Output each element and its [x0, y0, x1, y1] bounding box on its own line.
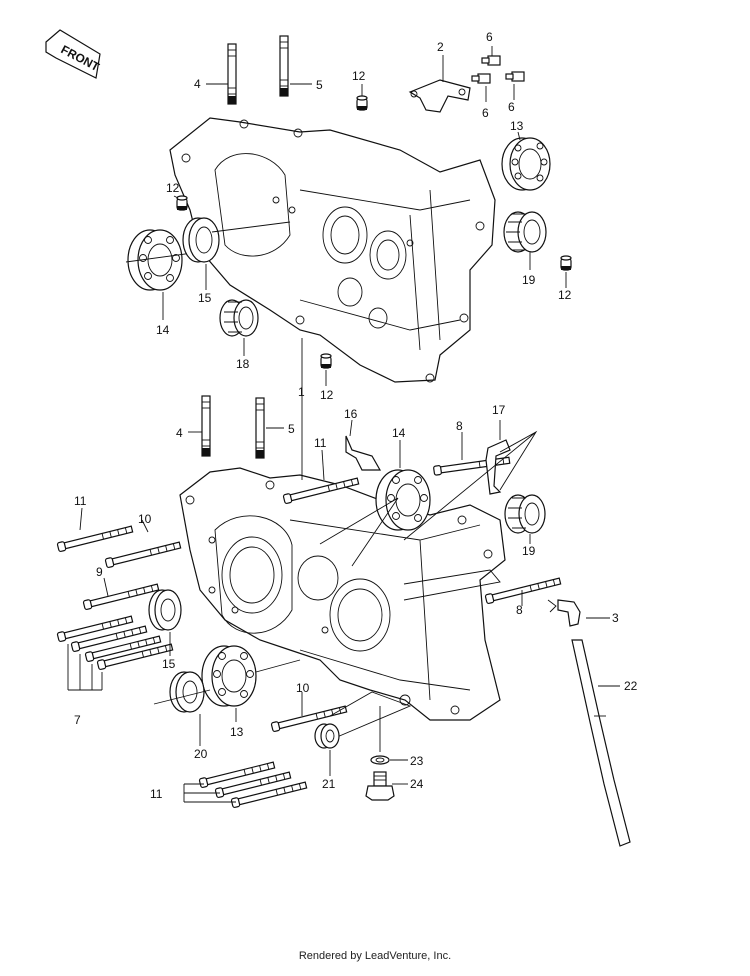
callout-1: 1	[298, 385, 305, 399]
washer-23	[370, 755, 390, 765]
dowel-pin-12b	[176, 195, 188, 211]
bolt-11-left	[56, 524, 134, 553]
callout-8-upper: 8	[456, 419, 463, 433]
breather-hose-22	[571, 639, 631, 847]
callout-6a: 6	[486, 30, 493, 44]
bracket-2	[408, 55, 471, 113]
callout-9: 9	[96, 565, 103, 579]
oil-seal-21	[314, 723, 340, 749]
needle-bearing-19-upper	[503, 211, 547, 253]
callout-10-left: 10	[138, 512, 152, 526]
bolt-8-lower	[484, 576, 562, 605]
callout-4-upper: 4	[194, 77, 201, 91]
bolt-8-upper	[432, 455, 511, 476]
dowel-pin-12d	[320, 353, 332, 369]
callout-12b: 12	[166, 181, 180, 195]
ball-bearing-13-lower	[201, 645, 257, 707]
callout-20: 20	[194, 747, 208, 761]
lower-crankcase-half	[179, 467, 506, 721]
bolt-9	[82, 582, 160, 611]
oil-seal-20	[169, 671, 205, 713]
callout-6b: 6	[482, 106, 489, 120]
callout-11-left: 11	[74, 494, 87, 508]
callout-11-bottom: 11	[150, 787, 163, 801]
upper-crankcase-half	[169, 117, 496, 383]
needle-bearing-18	[219, 299, 259, 337]
callout-4-lower: 4	[176, 426, 183, 440]
dowel-pin-12a	[356, 95, 368, 111]
drain-plug-24	[365, 771, 395, 801]
footer-credit: Rendered by LeadVenture, Inc.	[298, 950, 452, 962]
callout-17: 17	[492, 403, 506, 417]
stud-4-upper	[226, 43, 238, 105]
ball-bearing-13-upper	[501, 137, 551, 191]
callout-15-lower: 15	[162, 657, 176, 671]
callout-22: 22	[624, 679, 638, 693]
elbow-fitting-3	[557, 599, 581, 627]
callout-19-lower: 19	[522, 544, 536, 558]
callout-14-lower: 14	[392, 426, 406, 440]
ball-bearing-14-lower	[375, 469, 431, 531]
callout-6c: 6	[508, 100, 515, 114]
callout-12c: 12	[558, 288, 572, 302]
front-direction-badge: FRONT	[45, 29, 102, 79]
screw-6c	[505, 71, 525, 82]
oil-seal-15-upper	[182, 217, 220, 263]
callout-8-lower: 8	[516, 603, 523, 617]
stud-4-lower	[200, 395, 212, 457]
callout-3: 3	[612, 611, 619, 625]
stud-5-upper	[278, 35, 290, 97]
callout-23: 23	[410, 754, 424, 768]
clamp-16	[345, 435, 382, 471]
callout-11-top: 11	[314, 436, 327, 450]
dowel-pin-12c	[560, 255, 572, 271]
stud-5-lower	[254, 397, 266, 459]
callout-19-upper: 19	[522, 273, 536, 287]
bolt-10-left	[104, 540, 182, 569]
callout-12d: 12	[320, 388, 334, 402]
callout-21: 21	[322, 777, 336, 791]
callout-5-lower: 5	[288, 422, 295, 436]
ball-bearing-14-upper	[127, 229, 183, 291]
callout-2: 2	[437, 40, 444, 54]
screw-6b	[471, 73, 491, 84]
callout-12a: 12	[352, 69, 366, 83]
callout-24: 24	[410, 777, 424, 791]
callout-14-upper: 14	[156, 323, 170, 337]
oil-seal-15-lower	[148, 589, 182, 631]
callout-5-upper: 5	[316, 78, 323, 92]
callout-16: 16	[344, 407, 358, 421]
callout-13-lower: 13	[230, 725, 244, 739]
callout-7: 7	[74, 713, 81, 727]
screw-6a	[481, 55, 501, 66]
callout-18: 18	[236, 357, 250, 371]
callout-10-lower: 10	[296, 681, 310, 695]
callout-15-upper: 15	[198, 291, 212, 305]
callout-13-upper: 13	[510, 119, 524, 133]
needle-bearing-19-lower	[504, 494, 546, 534]
